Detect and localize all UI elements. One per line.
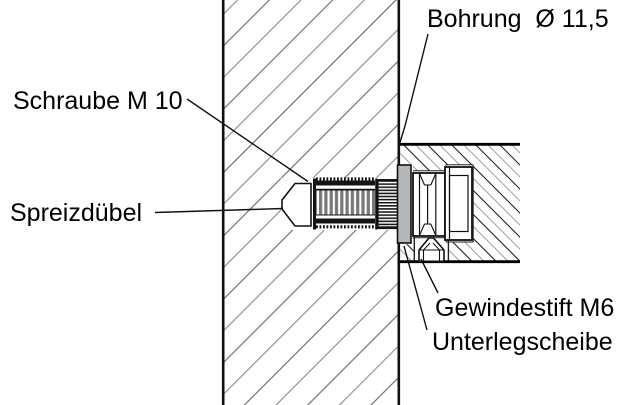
cylinder-end	[444, 166, 473, 241]
label-bohrung: Bohrung Ø 11,5	[427, 5, 609, 33]
spacer-sleeve	[412, 172, 446, 237]
leader-gewindestift	[420, 258, 439, 294]
anchor-sleeve	[313, 177, 378, 230]
label-schraube: Schraube M 10	[13, 87, 183, 115]
set-screw	[418, 237, 445, 263]
leader-spreizduebel	[154, 207, 284, 214]
leader-lines	[154, 33, 439, 331]
leader-unterlegscheibe	[403, 245, 428, 331]
leader-schraube	[186, 98, 309, 183]
label-spreizduebel: Spreizdübel	[10, 199, 143, 227]
sleeve-ribs	[316, 190, 375, 215]
anchor-assembly	[281, 177, 398, 230]
washer	[396, 164, 412, 244]
leader-bohrung	[398, 33, 429, 145]
label-unterlegscheibe: Unterlegscheibe	[432, 328, 613, 356]
label-gewindestift: Gewindestift M6	[435, 294, 615, 322]
screw-thread	[376, 179, 398, 230]
